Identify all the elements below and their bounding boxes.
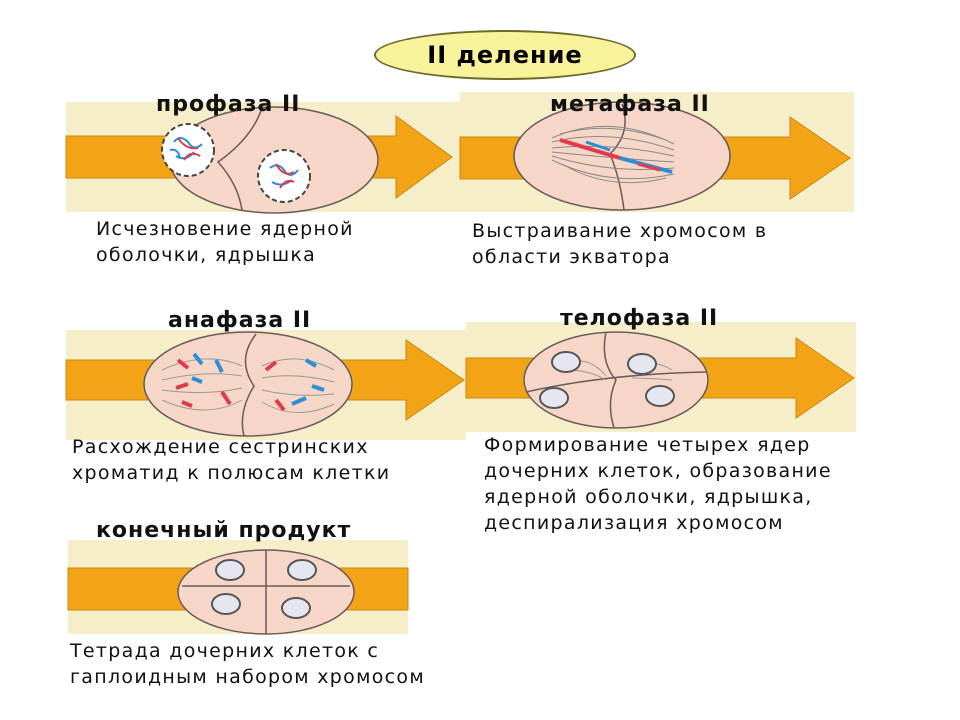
spindle-fibers [551,125,675,184]
nucleus [539,387,569,409]
cell [513,101,731,211]
final-product-description: Тетрада дочерних клеток с гаплоидным наб… [70,638,425,690]
metaphase-panel [459,92,854,212]
description-line: деспирализация хромосом [484,512,784,534]
prophase-panel [65,102,460,214]
nucleus [215,559,245,581]
nucleus [645,385,675,407]
chromosome-red [637,162,661,172]
final-product-title: конечный продукт [96,518,352,543]
cell-division-line [525,371,707,393]
cell-division-line [603,331,617,429]
anaphase-title: анафаза II [168,308,312,333]
chromosome-red [559,138,621,160]
nucleus [211,593,241,615]
anaphase-panel [65,330,466,440]
final-product-panel [67,540,409,635]
spindle-fibers [161,358,335,413]
telophase-panel [465,322,856,432]
chromosome-blue [291,358,325,406]
prophase-title: профаза II [156,92,301,117]
nucleus-left [161,123,215,177]
description-line: области экватора [472,246,671,268]
cell-division-line [241,333,257,437]
section-title-oval: II деление [374,30,636,80]
nucleus-right [257,149,311,203]
description-line: Формирование четырех ядер [484,434,811,456]
chromosome-red [275,163,295,189]
prophase-description: Исчезновение ядерной оболочки, ядрышка [96,216,354,268]
telophase-diagram [465,322,856,432]
anaphase-diagram [65,330,466,440]
nucleus [281,597,311,619]
nucleus [627,353,657,375]
metaphase-description: Выстраивание хромосом в области экватора [472,218,767,270]
description-line: Тетрада дочерних клеток с [70,640,380,662]
description-line: гаплоидным набором хромосом [70,666,425,688]
description-line: хроматид к полюсам клетки [72,462,391,484]
description-line: Выстраивание хромосом в [472,220,768,242]
description-line: Исчезновение ядерной [96,218,354,240]
metaphase-title: метафаза II [550,92,710,117]
chromosome-red [177,137,201,161]
section-title: II деление [427,41,583,69]
metaphase-diagram [459,92,854,212]
description-line: оболочки, ядрышка [96,244,317,266]
prophase-diagram [65,102,460,214]
chromosome-red [175,358,193,408]
telophase-title: телофаза II [560,306,719,331]
anaphase-description: Расхождение сестринских хроматид к полюс… [72,434,390,486]
description-line: ядерной оболочки, ядрышка, [484,486,813,508]
chromosome-red [220,360,286,412]
cell-division-line [216,107,263,211]
chromosome-blue [191,352,224,384]
nucleus [287,559,317,581]
description-line: Расхождение сестринских [72,436,369,458]
description-line: дочерних клеток, образование [484,460,832,482]
final-product-diagram [67,540,409,635]
telophase-description: Формирование четырех ядер дочерних клето… [484,432,832,536]
nucleus [551,351,581,373]
chromosome-blue [585,140,611,152]
